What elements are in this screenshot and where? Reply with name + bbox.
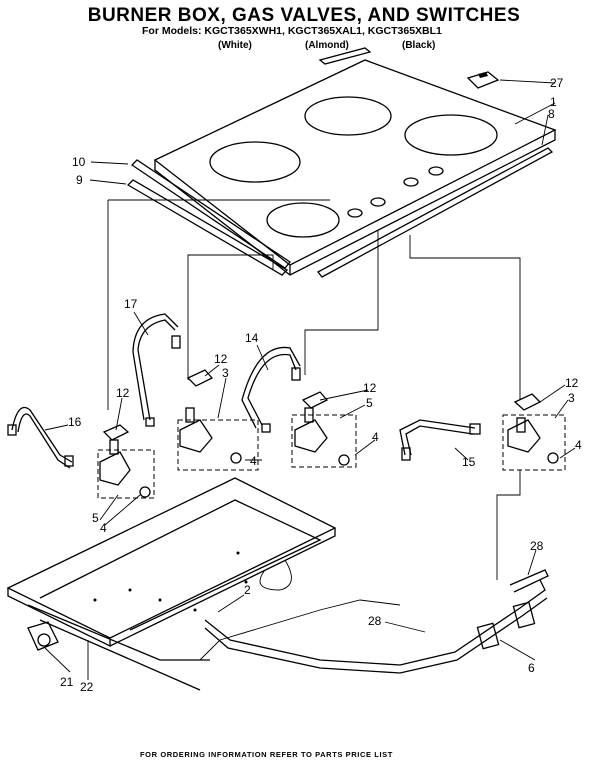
callout-labels: 10 9 27 1 8 17 12 16 12 3 14 12 5 4 4 12…: [60, 76, 582, 694]
callout-4-d: 4: [100, 521, 107, 535]
callout-15: 15: [462, 455, 476, 469]
callout-4-b: 4: [250, 454, 257, 468]
tube-16: [7, 406, 74, 469]
callout-16: 16: [68, 415, 82, 429]
tube-14: [241, 346, 301, 433]
tube-17: [132, 313, 181, 427]
cooktop-top-panel: [153, 59, 557, 276]
burner-box-tray: [6, 477, 401, 691]
part-27-clip: [466, 71, 500, 89]
callout-27: 27: [550, 76, 564, 90]
callout-1: 1: [550, 95, 557, 109]
valve-assembly-rear-left: [177, 369, 259, 471]
callout-14: 14: [245, 331, 259, 345]
callout-4-a: 4: [372, 430, 379, 444]
alignment-lines: [107, 199, 521, 580]
callout-4-c: 4: [575, 438, 582, 452]
part-21-spark-module: [27, 621, 59, 651]
callout-3-b: 3: [568, 391, 575, 405]
diagram-title: BURNER BOX, GAS VALVES, AND SWITCHES: [87, 5, 521, 26]
color-black-label: (Black): [402, 40, 436, 51]
callout-12-a: 12: [116, 386, 130, 400]
ordering-note: FOR ORDERING INFORMATION REFER TO PARTS …: [140, 750, 393, 759]
callout-10: 10: [72, 155, 86, 169]
callout-22: 22: [80, 680, 94, 694]
callout-3-a: 3: [222, 366, 229, 380]
valve-assembly-rear-center: [291, 391, 357, 468]
color-almond-label: (Almond): [305, 40, 349, 51]
trim-strips: [126, 47, 554, 278]
callout-12-b: 12: [214, 352, 228, 366]
valve-assembly-front-left: [97, 424, 155, 499]
callout-12-c: 12: [363, 381, 377, 395]
color-white-label: (White): [218, 40, 252, 51]
callout-8: 8: [548, 107, 555, 121]
callout-28-b: 28: [368, 614, 382, 628]
valve-assembly-right: [502, 393, 566, 471]
callout-17: 17: [124, 297, 138, 311]
callout-9: 9: [76, 173, 83, 187]
callout-12-d: 12: [565, 376, 579, 390]
leader-lines: [44, 79, 576, 680]
models-line: For Models: KGCT365XWH1, KGCT365XAL1, KG…: [142, 25, 442, 37]
callout-5-a: 5: [366, 396, 373, 410]
callout-21: 21: [60, 675, 74, 689]
gas-manifold-tube: [204, 569, 549, 674]
tube-15: [399, 419, 481, 461]
callout-28-a: 28: [530, 539, 544, 553]
callout-2: 2: [244, 583, 251, 597]
switch-part-6: [476, 601, 536, 650]
callout-5-b: 5: [92, 511, 99, 525]
callout-6: 6: [528, 661, 535, 675]
